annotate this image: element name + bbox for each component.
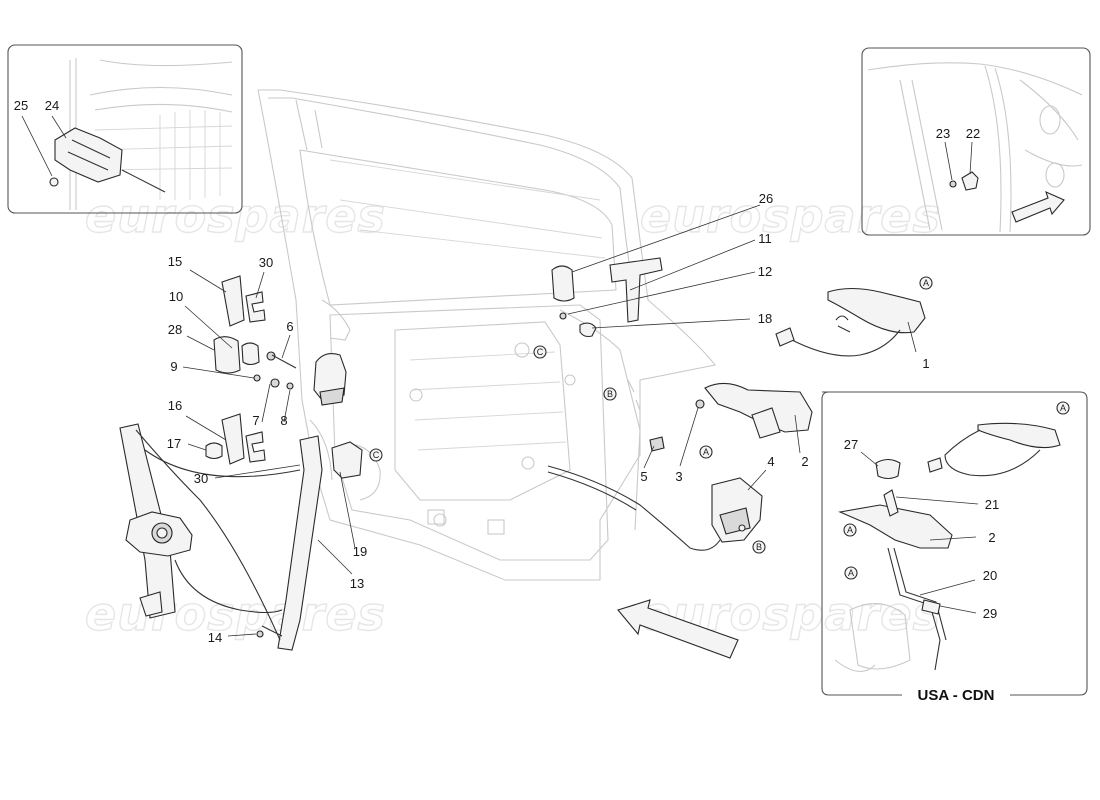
connector-tags: A A A A A B B C xyxy=(369,276,1070,580)
callout-10: 10 xyxy=(169,289,183,304)
callout-23: 23 xyxy=(936,126,950,141)
tag-letter: A xyxy=(923,278,929,288)
callout-19: 19 xyxy=(353,544,367,559)
inset-striker-detail xyxy=(861,47,1091,236)
region-label-usa-cdn: USA - CDN xyxy=(918,687,995,704)
callout-29: 29 xyxy=(983,606,997,621)
callout-14: 14 xyxy=(208,630,222,645)
callout-3: 3 xyxy=(675,469,682,484)
rear-door-outline xyxy=(257,89,716,581)
tag-letter: B xyxy=(607,389,613,399)
callout-8: 8 xyxy=(280,413,287,428)
tag-letter: B xyxy=(756,542,762,552)
callout-numbers: 1 2 2 3 4 5 6 7 8 9 10 11 12 13 14 15 16… xyxy=(14,98,999,645)
tag-letter: A xyxy=(847,525,853,535)
connector-tag-b: B xyxy=(752,540,766,554)
connector-tag-a: A xyxy=(699,445,713,459)
callout-2-usa: 2 xyxy=(988,530,995,545)
callout-17: 17 xyxy=(167,436,181,451)
callout-30-upper: 30 xyxy=(259,255,273,270)
tag-letter: C xyxy=(537,347,544,357)
watermark-text: eurospares xyxy=(85,587,386,641)
callout-11: 11 xyxy=(758,231,772,246)
callout-25: 25 xyxy=(14,98,28,113)
callout-6: 6 xyxy=(286,319,293,334)
callout-21: 21 xyxy=(985,497,999,512)
callout-30-lower: 30 xyxy=(194,471,208,486)
callout-13: 13 xyxy=(350,576,364,591)
tag-letter: C xyxy=(373,450,380,460)
connector-tag-a: A xyxy=(1056,401,1070,415)
callout-24: 24 xyxy=(45,98,59,113)
connector-tag-c: C xyxy=(369,448,383,462)
leader-lines xyxy=(182,204,979,637)
tag-letter: A xyxy=(848,568,854,578)
callout-15: 15 xyxy=(168,254,182,269)
callout-16: 16 xyxy=(168,398,182,413)
callout-12: 12 xyxy=(758,264,772,279)
connector-tag-a: A xyxy=(843,523,857,537)
tag-letter: A xyxy=(1060,403,1066,413)
callout-2: 2 xyxy=(801,454,808,469)
watermark-text: eurospares xyxy=(85,189,386,243)
callout-9: 9 xyxy=(170,359,177,374)
callout-7: 7 xyxy=(252,413,259,428)
inset-hinge-detail xyxy=(7,44,243,214)
connector-tag-a: A xyxy=(919,276,933,290)
callout-22: 22 xyxy=(966,126,980,141)
callout-20: 20 xyxy=(983,568,997,583)
tag-letter: A xyxy=(703,447,709,457)
callout-28: 28 xyxy=(168,322,182,337)
connector-tag-b: B xyxy=(603,387,617,401)
callout-26: 26 xyxy=(759,191,773,206)
callout-1: 1 xyxy=(922,356,929,371)
callout-18: 18 xyxy=(758,311,772,326)
callout-4: 4 xyxy=(767,454,774,469)
connector-tag-a: A xyxy=(844,566,858,580)
inset-usa-cdn-detail xyxy=(821,391,1088,696)
callout-5: 5 xyxy=(640,469,647,484)
callout-27: 27 xyxy=(844,437,858,452)
connector-tag-c: C xyxy=(533,345,547,359)
